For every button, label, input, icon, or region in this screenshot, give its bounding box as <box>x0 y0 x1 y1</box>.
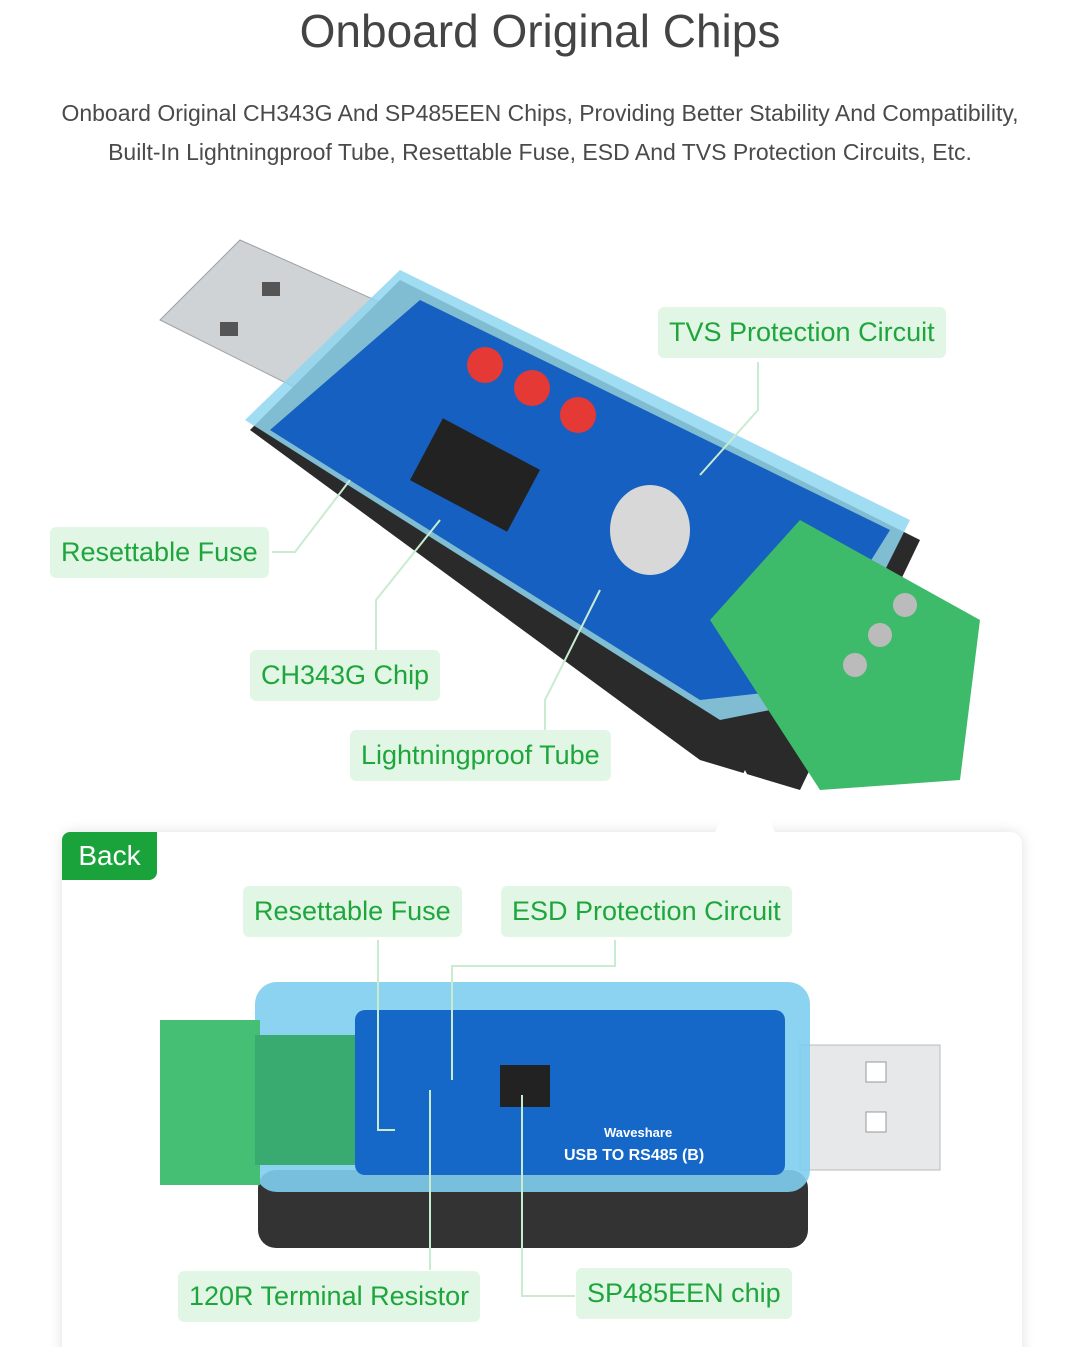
subtitle-line-1: Onboard Original CH343G And SP485EEN Chi… <box>61 100 1019 126</box>
label-back-resettable-fuse: Resettable Fuse <box>243 886 462 937</box>
label-ch343g-chip: CH343G Chip <box>250 650 441 701</box>
label-resettable-fuse: Resettable Fuse <box>50 527 269 578</box>
label-sp485een-chip: SP485EEN chip <box>576 1268 792 1319</box>
board-model-text: USB TO RS485 (B) <box>564 1147 705 1164</box>
label-tvs-protection: TVS Protection Circuit <box>658 307 946 358</box>
page-title: Onboard Original Chips <box>299 5 781 57</box>
label-esd-protection: ESD Protection Circuit <box>501 886 792 937</box>
board-brand-text: Waveshare <box>604 1125 673 1140</box>
front-device-image <box>159 239 980 790</box>
label-120r-terminal-resistor: 120R Terminal Resistor <box>178 1271 481 1322</box>
label-lightningproof-tube: Lightningproof Tube <box>350 730 611 781</box>
back-badge: Back <box>62 832 157 880</box>
subtitle-line-2: Built-In Lightningproof Tube, Resettable… <box>108 139 972 165</box>
